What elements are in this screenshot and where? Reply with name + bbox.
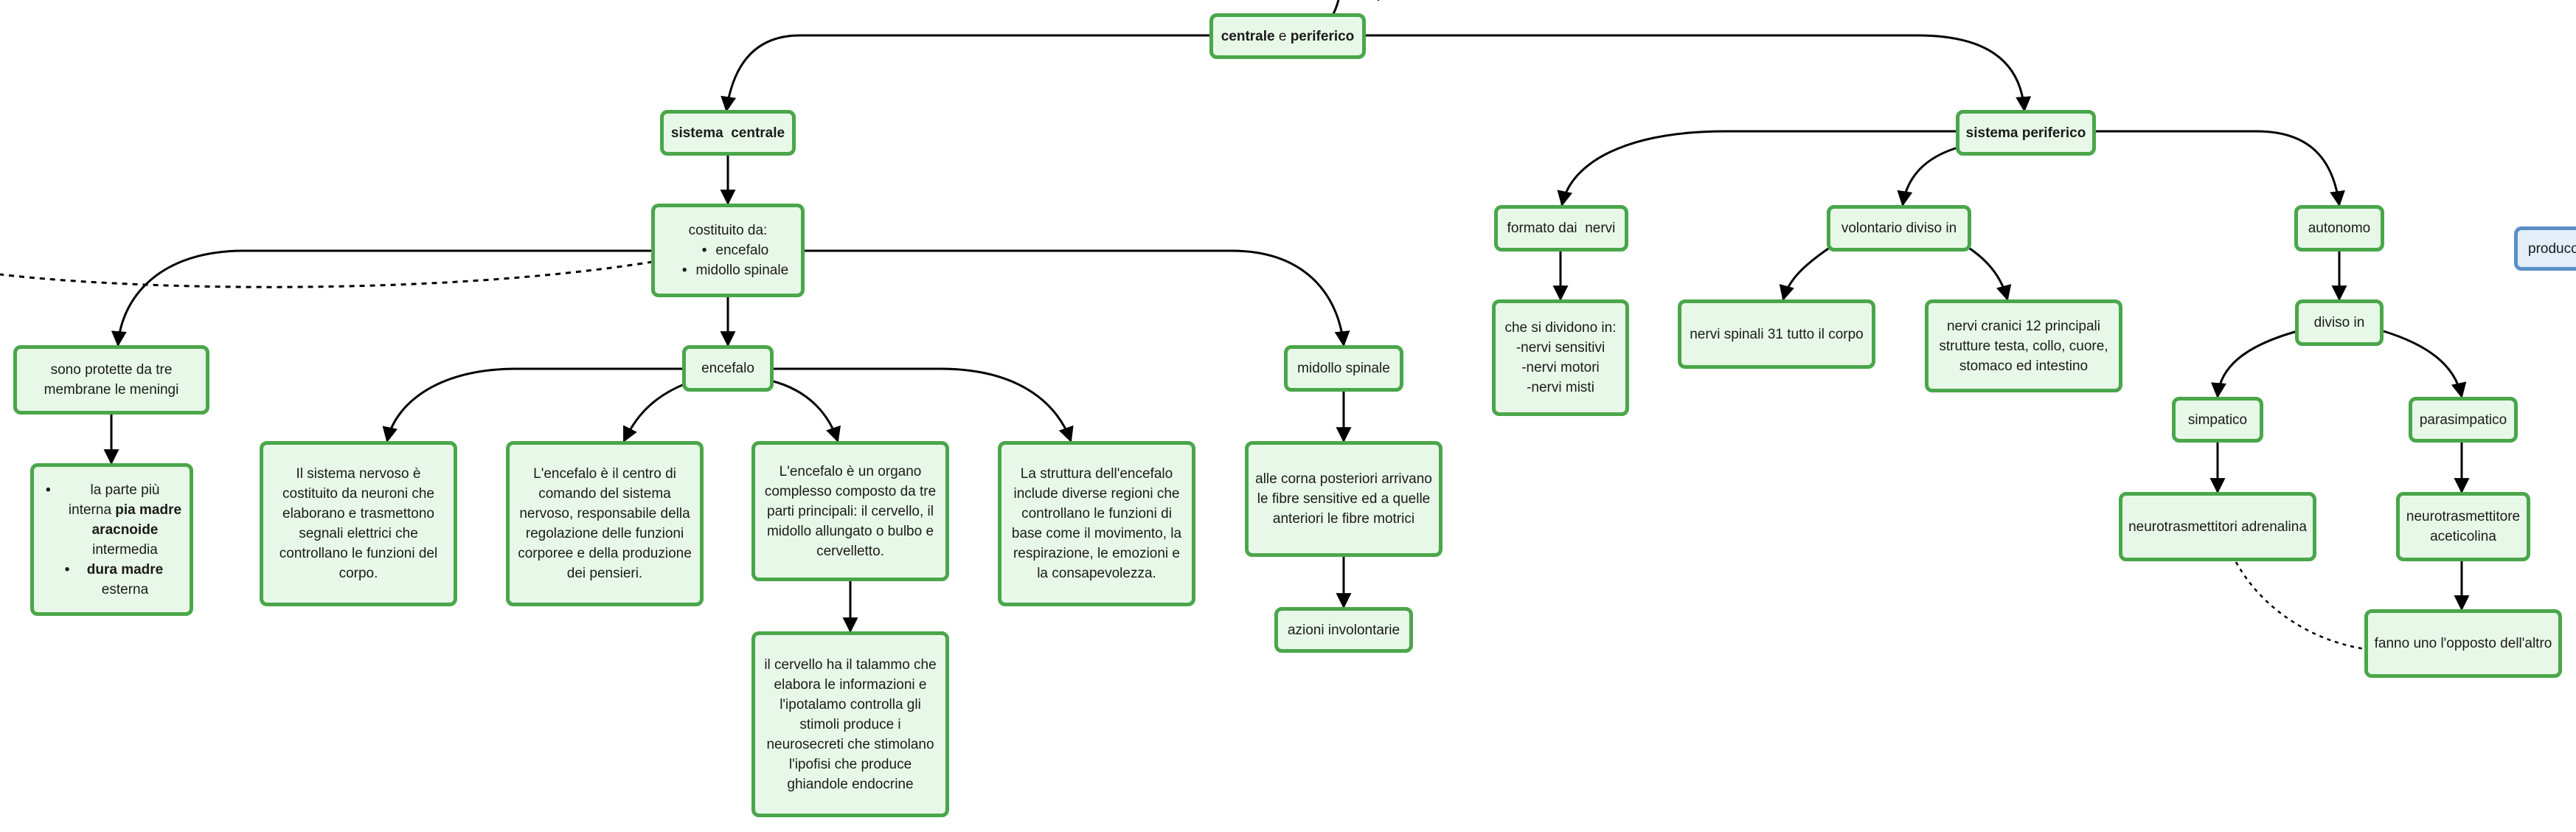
node-costituito-da[interactable]: costituito da: encefalo midollo spinale (651, 204, 805, 297)
node-sistema-nervoso[interactable]: Il sistema nervoso è costituito da neuro… (260, 441, 457, 606)
struttura-text: La struttura dell'encefalo include diver… (1011, 466, 1182, 581)
nervi-spinali-text: nervi spinali 31 tutto il corpo (1690, 326, 1864, 342)
costituito-item-midollo: midollo spinale (682, 260, 788, 280)
membrane-item-pia: • la parte più interna pia madre (41, 480, 182, 520)
node-adrenalina[interactable]: neurotrasmettitori adrenalina (2119, 492, 2316, 561)
node-midollo-spinale[interactable]: midollo spinale (1284, 345, 1403, 392)
sistema-centrale-label: sistema centrale (670, 125, 785, 141)
node-parasimpatico[interactable]: parasimpatico (2409, 397, 2518, 443)
link-periferico-autonomo (2094, 130, 2345, 207)
autonomo-text: autonomo (2308, 221, 2371, 236)
pia-bold: pia madre (115, 502, 182, 518)
root-label-periferico: periferico (1290, 28, 1355, 44)
link-encefalo-comando (622, 382, 687, 443)
simpatico-text: simpatico (2187, 412, 2248, 428)
link-encefalo-organo (770, 379, 841, 443)
corna-text: alle corna posteriori arrivano le fibre … (1255, 471, 1432, 527)
pia-text: la parte più interna (68, 482, 160, 518)
costituito-item-encefalo: encefalo (702, 240, 768, 260)
link-volontario-spinali (1779, 244, 1833, 302)
talamo-text: il cervello ha il talammo che elabora le… (764, 656, 937, 792)
node-volontario[interactable]: volontario diviso in (1827, 205, 1971, 252)
link-adrenalina-opposto-dotted (2235, 561, 2367, 651)
formato-nervi-text: formato dai nervi (1507, 221, 1616, 236)
diviso-in-text: diviso in (2313, 315, 2365, 330)
sistema-periferico-label: sistema periferico (1965, 125, 2086, 141)
bullet-icon: • (64, 561, 70, 578)
node-si-dividono[interactable]: che si dividono in: -nervi sensitivi -ne… (1492, 299, 1629, 416)
node-membrane-list[interactable]: • la parte più interna pia madre aracnoi… (30, 463, 193, 616)
aracnoide-bold: aracnoide (91, 521, 159, 538)
node-autonomo[interactable]: autonomo (2294, 205, 2384, 252)
meningi-text: sono protette da tre membrane le meningi (44, 362, 179, 398)
link-costituito-meningi (111, 249, 653, 347)
dura-text: esterna (101, 581, 149, 597)
adrenalina-text: neurotrasmettitori adrenalina (2128, 519, 2307, 535)
nervi-cranici-text: nervi cranici 12 principali strutture te… (1939, 318, 2108, 374)
node-meningi[interactable]: sono protette da tre membrane le meningi (13, 345, 209, 415)
membrane-item-aracnoide: aracnoide intermedia (66, 520, 159, 560)
node-opposto[interactable]: fanno uno l'opposto dell'altro (2364, 609, 2562, 678)
link-diviso-parasimpatico (2383, 330, 2467, 399)
node-azioni-involontarie[interactable]: azioni involontarie (1274, 607, 1413, 653)
dividono-item-sensitivi: -nervi sensitivi (1516, 340, 1605, 356)
link-encefalo-struttura (773, 367, 1074, 443)
link-costituito-dotted (0, 260, 653, 288)
node-produco-partial[interactable]: produco (2514, 226, 2576, 271)
midollo-spinale-label: midollo spinale (1297, 361, 1390, 376)
encefalo-label: encefalo (701, 361, 754, 376)
node-diviso-in[interactable]: diviso in (2295, 299, 2384, 346)
node-nervi-cranici[interactable]: nervi cranici 12 principali strutture te… (1925, 299, 2122, 392)
dividono-item-motori: -nervi motori (1521, 360, 1600, 375)
link-volontario-cranici (1965, 244, 2012, 302)
volontario-text: volontario diviso in (1841, 221, 1957, 236)
centro-comando-text: L'encefalo è il centro di comando del si… (518, 466, 692, 581)
dividono-title: che si dividono in: (1504, 320, 1617, 336)
link-root-centrale (721, 34, 1213, 113)
link-costituito-midollo (804, 249, 1350, 347)
azioni-text: azioni involontarie (1287, 622, 1400, 638)
node-talamo[interactable]: il cervello ha il talammo che elabora le… (751, 631, 949, 817)
node-formato-nervi[interactable]: formato dai nervi (1494, 205, 1628, 252)
node-struttura[interactable]: La struttura dell'encefalo include diver… (998, 441, 1195, 606)
bullet-icon: • (46, 482, 51, 498)
node-centrale-e-periferico[interactable]: centrale e periferico (1209, 13, 1366, 59)
node-sistema-periferico[interactable]: sistema periferico (1956, 110, 2096, 156)
link-encefalo-nervoso (382, 367, 684, 443)
sistema-nervoso-text: Il sistema nervoso è costituito da neuro… (279, 466, 438, 581)
organo-complesso-text: L'encefalo è un organo complesso compost… (764, 463, 937, 559)
node-nervi-spinali[interactable]: nervi spinali 31 tutto il corpo (1678, 299, 1875, 369)
aracnoide-text: intermedia (92, 541, 158, 558)
costituito-title: costituito da: (688, 223, 768, 238)
link-periferico-volontario (1897, 146, 1959, 207)
link-periferico-formato (1557, 130, 1956, 207)
node-organo-complesso[interactable]: L'encefalo è un organo complesso compost… (751, 441, 949, 581)
node-centro-comando[interactable]: L'encefalo è il centro di comando del si… (506, 441, 704, 606)
root-label-centrale: centrale (1221, 28, 1275, 44)
parasimpatico-text: parasimpatico (2419, 412, 2507, 428)
opposto-text: fanno uno l'opposto dell'altro (2374, 636, 2552, 651)
link-root-periferico (1363, 34, 2032, 113)
dividono-item-misti: -nervi misti (1527, 380, 1594, 395)
node-simpatico[interactable]: simpatico (2172, 397, 2263, 443)
node-corna[interactable]: alle corna posteriori arrivano le fibre … (1245, 441, 1443, 557)
dura-bold: dura madre (86, 561, 164, 578)
link-diviso-simpatico (2211, 330, 2298, 399)
root-label-e: e (1274, 28, 1291, 44)
node-sistema-centrale[interactable]: sistema centrale (660, 110, 796, 156)
produco-text: produco (2528, 240, 2576, 257)
membrane-item-dura: • dura madre esterna (60, 560, 163, 600)
node-encefalo[interactable]: encefalo (682, 345, 774, 392)
aceticolina-text: neurotrasmettitore aceticolina (2406, 509, 2521, 544)
node-aceticolina[interactable]: neurotrasmettitore aceticolina (2396, 492, 2530, 561)
